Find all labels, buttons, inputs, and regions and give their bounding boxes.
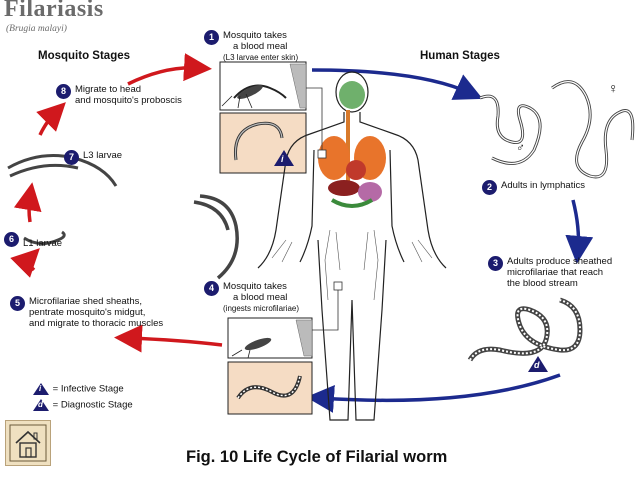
diagnostic-badge-letter: d xyxy=(534,360,540,370)
microfilaria-inset xyxy=(227,361,313,415)
arrow-2-to-3 xyxy=(565,199,594,264)
step-3-number: 3 xyxy=(488,256,503,271)
step-3-line-1: Adults produce sheathed xyxy=(507,256,613,267)
step-4-line-2: a blood meal xyxy=(233,292,288,303)
legend-infective: i = Infective Stage xyxy=(32,382,124,396)
step-5: 5 Microfilariae shed sheaths,pentrate mos… xyxy=(10,296,163,329)
step-6: 6 L1 larvae xyxy=(4,232,62,249)
step-4-line-1: Mosquito takes xyxy=(223,281,287,292)
l3-larva-inset xyxy=(219,112,307,174)
step-4-number: 4 xyxy=(204,281,219,296)
skin-patch-4 xyxy=(333,281,343,291)
diagram-title: Filariasis xyxy=(4,0,104,22)
step-7-number: 7 xyxy=(64,150,79,165)
step-8-line-1: Migrate to head xyxy=(75,84,142,95)
arrow-1-to-2 xyxy=(311,68,483,100)
step-6-number: 6 xyxy=(4,232,19,247)
mosquito-stages-heading: Mosquito Stages xyxy=(38,50,131,62)
step-1-note: (L3 larvae enter skin) xyxy=(223,53,299,62)
legend-diagnostic: d = Diagnostic Stage xyxy=(32,398,133,412)
diagnostic-triangle-icon: d xyxy=(32,398,50,412)
inset-connector-4 xyxy=(312,290,339,331)
step-8-line-2: and mosquito's proboscis xyxy=(75,95,182,106)
large-larva-illustration xyxy=(193,194,239,280)
l1-larva-illustration xyxy=(23,230,66,245)
infective-stage-badge xyxy=(274,150,294,166)
infective-triangle-icon: i xyxy=(32,382,50,396)
step-8-number: 8 xyxy=(56,84,71,99)
arrow-5-to-6 xyxy=(10,248,40,278)
skin-patch-1 xyxy=(317,149,327,159)
step-2-number: 2 xyxy=(482,180,497,195)
arrow-8-to-1 xyxy=(127,53,212,86)
diagram-subtitle: (Brugia malayi) xyxy=(6,24,67,34)
legend-infective-label: = Infective Stage xyxy=(52,383,124,395)
step-5-line-3: and migrate to thoracic muscles xyxy=(29,318,164,329)
step-3-line-3: the blood stream xyxy=(507,278,578,289)
lymph-vessels xyxy=(271,229,433,301)
human-organs xyxy=(318,81,386,208)
arrow-7-to-8 xyxy=(36,102,66,136)
home-icon xyxy=(9,424,47,462)
mosquito-bite-inset-1 xyxy=(219,61,307,111)
arrow-3-to-4 xyxy=(306,373,561,413)
figure-caption: Fig. 10 Life Cycle of Filarial worm xyxy=(186,448,448,466)
step-7-line-1: L3 larvae xyxy=(83,150,123,161)
female-symbol: ♀ xyxy=(608,80,619,96)
diagnostic-stage-badge xyxy=(528,356,548,372)
human-stages-heading: Human Stages xyxy=(420,50,500,62)
legend-diagnostic-label: = Diagnostic Stage xyxy=(52,399,133,411)
step-1-number: 1 xyxy=(204,30,219,45)
step-2: 2 Adults in lymphatics xyxy=(482,180,585,195)
step-4-note: (ingests microfilariae) xyxy=(223,304,300,313)
inset-connector-1 xyxy=(306,87,323,150)
step-5-line-2: pentrate mosquito's midgut, xyxy=(29,307,146,318)
male-symbol: ♂ xyxy=(516,140,525,154)
infective-badge-letter: i xyxy=(281,154,284,164)
legend-diagnostic-letter: d xyxy=(38,400,43,409)
arrow-4-to-5 xyxy=(114,324,223,353)
step-7: 7 L3 larvae xyxy=(64,150,122,165)
step-1-line-1: Mosquito takes xyxy=(223,30,287,41)
mosquito-bite-inset-4 xyxy=(227,317,313,359)
step-5-line-1: Microfilariae shed sheaths, xyxy=(29,296,142,307)
arrow-6-to-7 xyxy=(13,182,42,223)
home-button[interactable] xyxy=(5,420,51,466)
step-2-line-1: Adults in lymphatics xyxy=(501,180,585,191)
step-1-line-2: a blood meal xyxy=(233,41,288,52)
step-6-line-1: L1 larvae xyxy=(23,238,63,249)
legend-infective-letter: i xyxy=(39,384,42,393)
step-3-line-2: microfilariae that reach xyxy=(507,267,604,278)
step-5-number: 5 xyxy=(10,296,25,311)
